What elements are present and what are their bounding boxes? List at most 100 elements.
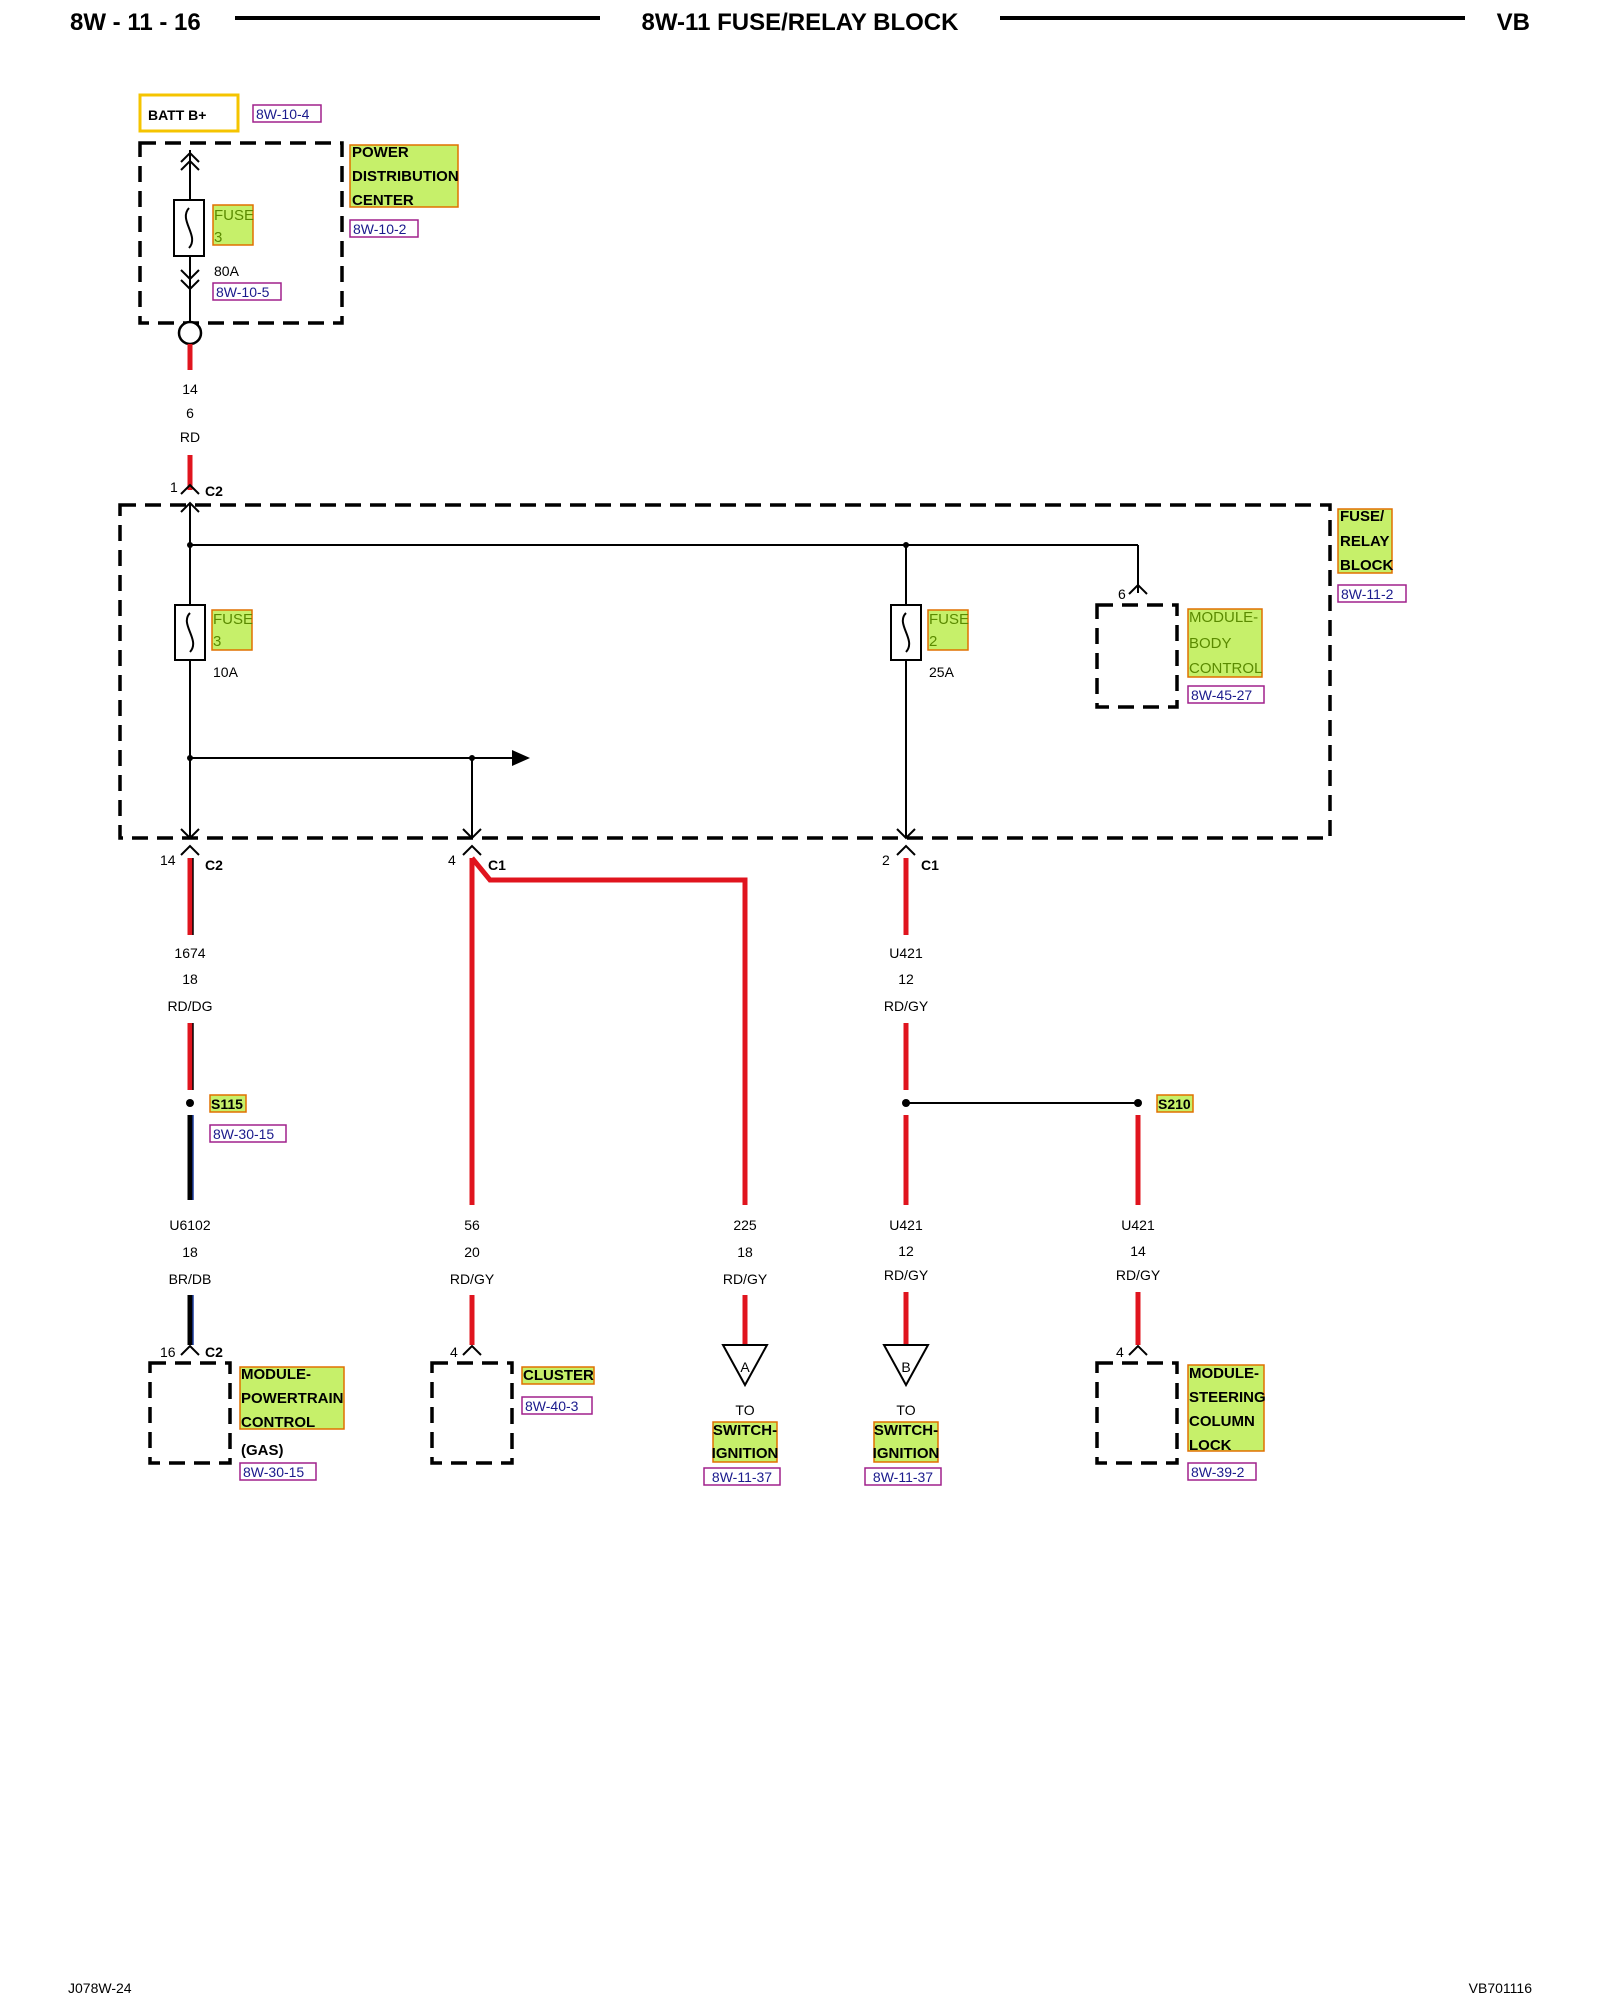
frb-name-highlight <box>1337 508 1393 574</box>
bcm-name-line-2: BODY <box>1189 635 1232 652</box>
wire-225-gauge: 18 <box>737 1244 753 1260</box>
frb-fuse-b-highlight <box>927 609 969 651</box>
splice-s115-highlight <box>209 1094 247 1113</box>
splice-s210-label: S210 <box>1158 1096 1191 1112</box>
bcm-ref-box <box>1187 685 1265 704</box>
pdc-connector-chevron-up-2 <box>180 159 200 171</box>
out4-chevron-icon <box>462 844 482 856</box>
wire-1674-gauge: 18 <box>182 971 198 987</box>
switch-a-highlight <box>712 1421 778 1463</box>
pdc-fuse-ref-link[interactable]: 8W-10-5 <box>216 284 270 300</box>
frb-fuse-b-num: 2 <box>929 633 937 650</box>
batt-source-label: BATT B+ <box>148 107 206 123</box>
frb-fuse-a-element <box>185 612 195 653</box>
out2-chevron-icon <box>896 844 916 856</box>
sccl-name-line-3: COLUMN <box>1189 1413 1255 1430</box>
frb-fuse-b-element <box>901 612 911 653</box>
bcm-name-line-1: MODULE- <box>1189 609 1258 626</box>
pcm-connector: C2 <box>205 1344 223 1360</box>
footer-left-code: J078W-24 <box>68 1980 132 1996</box>
wire-1674-color: RD/DG <box>167 998 212 1014</box>
frb-ref-link[interactable]: 8W-11-2 <box>1341 586 1394 602</box>
pdc-connector-chevron-up <box>180 151 200 163</box>
frb-ref-box <box>1337 584 1407 603</box>
pcm-outline <box>148 1361 232 1465</box>
sccl-ref-link[interactable]: 8W-39-2 <box>1191 1464 1245 1480</box>
frb-out4-arrow-icon <box>462 828 482 840</box>
bcm-outline <box>1095 603 1179 709</box>
frb-fuse-b-rating: 25A <box>929 664 955 680</box>
splice-s115-label: S115 <box>211 1096 243 1112</box>
switch-b-name-line-2: IGNITION <box>873 1445 940 1462</box>
pdc-name-line-3: CENTER <box>352 192 414 209</box>
pdc-name-line-1: POWER <box>352 144 409 161</box>
feed-color: RD <box>180 429 200 445</box>
feed-pin: 1 <box>170 479 178 495</box>
pdc-fuse-rating: 80A <box>214 263 240 279</box>
cluster-pin: 4 <box>450 1344 458 1360</box>
splice-s210-highlight <box>1156 1094 1194 1113</box>
wire-u421-c-color: RD/GY <box>1116 1267 1161 1283</box>
wire-225-circuit: 225 <box>733 1217 757 1233</box>
pcm-name-line-3: CONTROL <box>241 1414 315 1431</box>
model-code: VB <box>1497 9 1530 36</box>
bcm-ref-link[interactable]: 8W-45-27 <box>1191 687 1252 703</box>
batt-ref-box <box>252 104 322 123</box>
feed-connector-chevron-icon <box>180 483 200 495</box>
pdc-outline <box>138 141 344 325</box>
cluster-pin-chevron-icon <box>462 1344 482 1356</box>
pcm-name-highlight <box>239 1366 345 1430</box>
sccl-outline <box>1095 1361 1179 1465</box>
pdc-name-highlight <box>349 144 459 208</box>
batt-source-box <box>138 93 240 133</box>
sccl-name-line-4: LOCK <box>1189 1437 1232 1454</box>
batt-ref-link[interactable]: 8W-10-4 <box>256 106 310 122</box>
wire-u421-c-circuit: U421 <box>1121 1217 1155 1233</box>
pcm-pin: 16 <box>160 1344 176 1360</box>
switch-b-ref-box <box>864 1467 942 1486</box>
switch-b-ref-link[interactable]: 8W-11-37 <box>873 1469 933 1485</box>
frb-fuse-a-rating: 10A <box>213 664 239 680</box>
frb-name-line-1: FUSE/ <box>1340 508 1385 525</box>
wire-u421-top-circuit: U421 <box>889 945 923 961</box>
pdc-fuse-num: 3 <box>214 229 222 246</box>
bcm-pin: 6 <box>1118 586 1126 602</box>
pdc-terminal-ring <box>177 320 203 346</box>
pdc-chevron-down-icon-2 <box>180 279 200 291</box>
wire-u6102-gauge: 18 <box>182 1244 198 1260</box>
bcm-name-highlight <box>1187 608 1263 678</box>
out2-pin: 2 <box>882 852 890 868</box>
pcm-ref-link[interactable]: 8W-30-15 <box>243 1464 304 1480</box>
splice-s115-dot <box>186 1099 194 1107</box>
wire-u421-b-circuit: U421 <box>889 1217 923 1233</box>
sccl-name-line-1: MODULE- <box>1189 1365 1259 1382</box>
switch-a-name-line-2: IGNITION <box>712 1445 779 1462</box>
feed-connector: C2 <box>205 483 223 499</box>
wire-u6102-circuit: U6102 <box>169 1217 210 1233</box>
wire-225-color: RD/GY <box>723 1271 768 1287</box>
pdc-ref-link[interactable]: 8W-10-2 <box>353 221 407 237</box>
out14-connector: C2 <box>205 857 223 873</box>
pcm-note: (GAS) <box>241 1442 284 1459</box>
feed-gauge: 6 <box>186 405 194 421</box>
pdc-fuse-element <box>184 207 194 249</box>
out2-connector: C1 <box>921 857 939 873</box>
wire-225-route <box>470 856 748 1205</box>
switch-b-to: TO <box>896 1402 915 1418</box>
switch-a-to: TO <box>735 1402 754 1418</box>
cluster-ref-link[interactable]: 8W-40-3 <box>525 1398 579 1414</box>
pdc-fuse-ref-box <box>212 282 282 301</box>
switch-a-ref-link[interactable]: 8W-11-37 <box>712 1469 772 1485</box>
wire-u6102-color: BR/DB <box>169 1271 212 1287</box>
switch-b-letter: B <box>901 1359 910 1375</box>
switch-b-off-page-icon <box>882 1344 930 1388</box>
wire-56-gauge: 20 <box>464 1244 480 1260</box>
cluster-name: CLUSTER <box>523 1367 594 1384</box>
pdc-name-line-2: DISTRIBUTION <box>352 168 459 185</box>
cluster-name-highlight <box>521 1366 595 1385</box>
frb-bus-node-left <box>187 542 193 548</box>
switch-a-letter: A <box>740 1359 750 1375</box>
splice-s115-ref-link[interactable]: 8W-30-15 <box>213 1126 274 1142</box>
out14-pin: 14 <box>160 852 176 868</box>
